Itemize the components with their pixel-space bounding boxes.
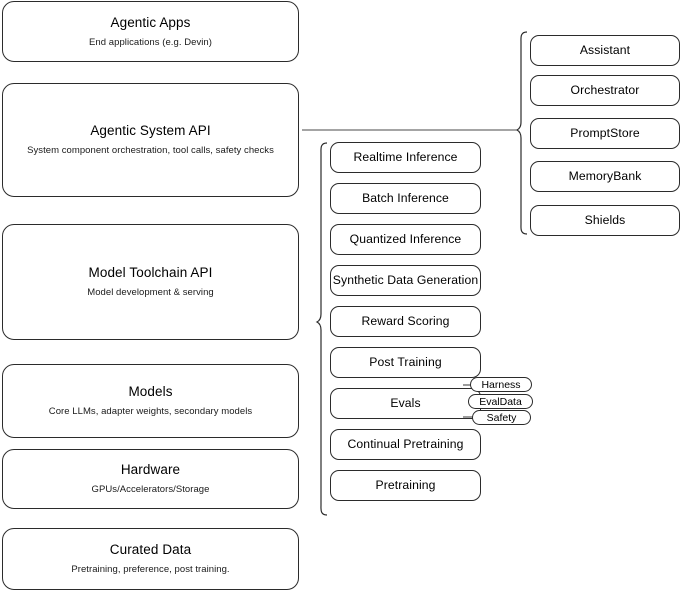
system-component-shields[interactable]: Shields [530, 205, 680, 236]
capability-pretraining[interactable]: Pretraining [330, 470, 481, 501]
system-component-promptstore[interactable]: PromptStore [530, 118, 680, 149]
eval-subitem-label: Harness [481, 378, 521, 391]
eval-subitem-safety[interactable]: Safety [472, 410, 531, 425]
layer-hardware[interactable]: Hardware GPUs/Accelerators/Storage [2, 449, 299, 509]
eval-subitem-label: Safety [486, 411, 517, 424]
layer-curated-data[interactable]: Curated Data Pretraining, preference, po… [2, 528, 299, 590]
capability-label: Realtime Inference [353, 149, 458, 164]
capability-label: Synthetic Data Generation [332, 272, 479, 287]
capability-continual-pretraining[interactable]: Continual Pretraining [330, 429, 481, 460]
eval-subitem-label: EvalData [479, 395, 522, 408]
layer-title: Models [128, 384, 173, 400]
layer-subtitle: End applications (e.g. Devin) [89, 36, 212, 48]
capability-quantized-inference[interactable]: Quantized Inference [330, 224, 481, 255]
layer-subtitle: GPUs/Accelerators/Storage [91, 484, 210, 495]
capability-realtime-inference[interactable]: Realtime Inference [330, 142, 481, 173]
system-component-label: Orchestrator [570, 82, 640, 97]
eval-subitem-harness[interactable]: Harness [470, 377, 532, 392]
layer-subtitle: Pretraining, preference, post training. [71, 564, 230, 575]
layer-title: Model Toolchain API [88, 265, 213, 281]
layer-title: Hardware [120, 462, 181, 478]
system-component-label: Shields [584, 212, 626, 227]
capability-label: Reward Scoring [361, 313, 450, 328]
capability-label: Post Training [369, 354, 442, 369]
capability-post-training[interactable]: Post Training [330, 347, 481, 378]
layer-title: Agentic System API [90, 123, 211, 139]
system-component-assistant[interactable]: Assistant [530, 35, 680, 66]
brace-toolchain-capabilities [315, 142, 328, 516]
capability-synthetic-data-generation[interactable]: Synthetic Data Generation [330, 265, 481, 296]
system-component-orchestrator[interactable]: Orchestrator [530, 75, 680, 106]
layer-agentic-system-api[interactable]: Agentic System API System component orch… [2, 83, 299, 197]
capability-label: Batch Inference [362, 190, 449, 205]
capability-label: Quantized Inference [349, 231, 462, 246]
capability-evals[interactable]: Evals [330, 388, 481, 419]
system-component-label: MemoryBank [568, 168, 642, 183]
capability-label: Continual Pretraining [347, 436, 464, 451]
layer-agentic-apps[interactable]: Agentic Apps End applications (e.g. Devi… [2, 1, 299, 62]
system-component-label: Assistant [579, 42, 631, 57]
eval-subitem-evaldata[interactable]: EvalData [468, 394, 533, 409]
capability-label: Evals [390, 395, 421, 410]
capability-reward-scoring[interactable]: Reward Scoring [330, 306, 481, 337]
brace-system-components [515, 31, 528, 235]
system-component-label: PromptStore [570, 125, 640, 140]
system-component-memorybank[interactable]: MemoryBank [530, 161, 680, 192]
layer-models[interactable]: Models Core LLMs, adapter weights, secon… [2, 364, 299, 438]
layer-title: Curated Data [109, 542, 192, 558]
layer-subtitle: Model development & serving [87, 287, 214, 298]
layer-subtitle: System component orchestration, tool cal… [27, 145, 274, 156]
layer-title: Agentic Apps [110, 14, 191, 30]
layer-subtitle: Core LLMs, adapter weights, secondary mo… [48, 406, 253, 417]
capability-label: Pretraining [375, 477, 436, 492]
layer-model-toolchain-api[interactable]: Model Toolchain API Model development & … [2, 224, 299, 340]
capability-batch-inference[interactable]: Batch Inference [330, 183, 481, 214]
